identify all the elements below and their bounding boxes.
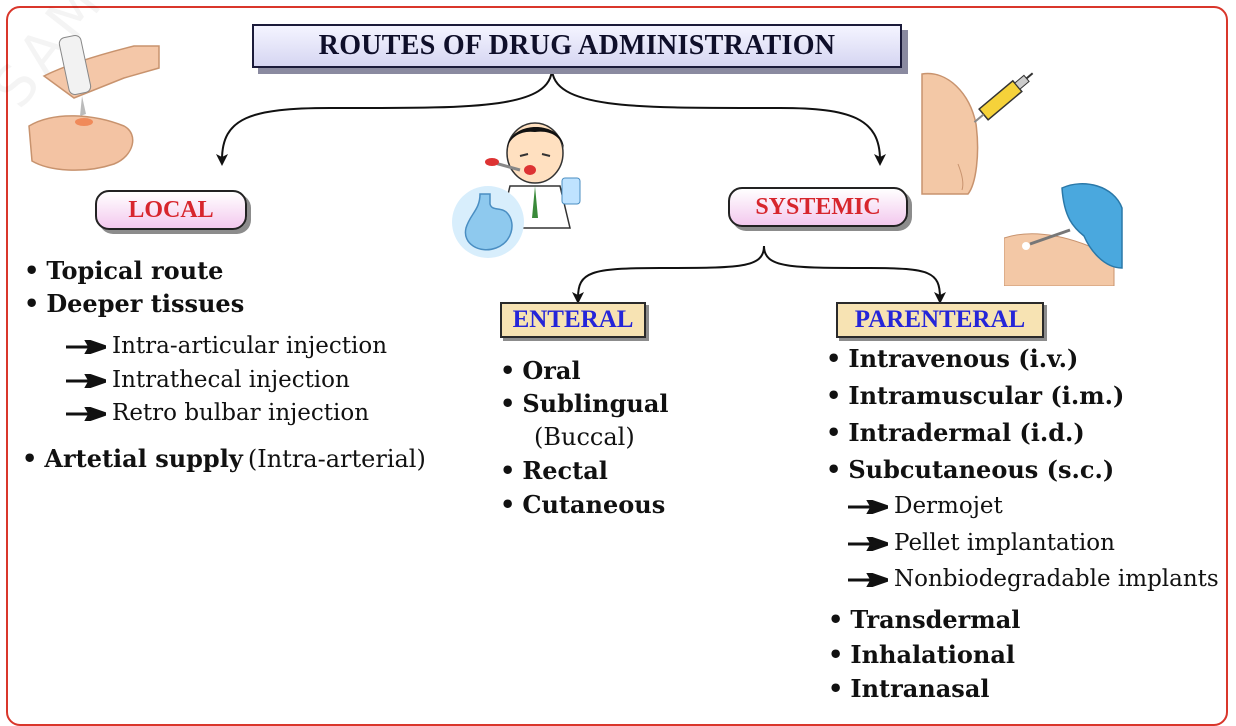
local-sub-item: Retro bulbar injection xyxy=(66,400,369,426)
title-to-systemic-connector xyxy=(551,67,886,166)
enteral-sublingual-note: (Buccal) xyxy=(534,423,635,451)
local-item-deeper: •Deeper tissues xyxy=(24,289,245,318)
arm-injection-icon xyxy=(921,72,979,195)
systemic-to-parenteral-connector xyxy=(763,245,946,304)
parenteral-item: •Intranasal xyxy=(828,674,990,703)
local-sub-item: Intrathecal injection xyxy=(66,367,350,393)
parenteral-item: •Inhalational xyxy=(828,640,1016,669)
arrow-right-icon xyxy=(848,537,888,551)
arrow-right-icon xyxy=(848,573,888,587)
parenteral-item: •Intravenous (i.v.) xyxy=(826,344,1079,373)
systemic-node: SYSTEMIC xyxy=(728,187,908,227)
connector-lines xyxy=(216,67,946,304)
local-node: LOCAL xyxy=(95,190,247,230)
enteral-item: •Cutaneous xyxy=(500,490,666,519)
enteral-item: •Rectal xyxy=(500,456,608,485)
parenteral-sub-item: Dermojet xyxy=(848,493,1003,519)
enteral-item: •Oral xyxy=(500,356,581,385)
arrow-right-icon xyxy=(66,374,106,388)
arrow-right-icon xyxy=(66,407,106,421)
local-sub-item: Intra-articular injection xyxy=(66,333,387,359)
child-drinking-medicine-icon xyxy=(485,122,581,229)
enteral-node: ENTERAL xyxy=(500,302,646,338)
title-to-local-connector xyxy=(216,67,553,166)
syringe-icon xyxy=(973,72,1034,123)
gloved-hand-injection-icon xyxy=(1004,183,1123,286)
parenteral-item: •Transdermal xyxy=(828,605,1021,634)
parenteral-sub-item: Nonbiodegradable implants xyxy=(848,566,1219,592)
parenteral-sub-item: Pellet implantation xyxy=(848,530,1115,556)
stomach-icon xyxy=(452,186,524,258)
parenteral-node: PARENTERAL xyxy=(836,302,1044,338)
parenteral-item: •Intradermal (i.d.) xyxy=(826,418,1085,447)
arrow-right-icon xyxy=(66,340,106,354)
local-item-topical: •Topical route xyxy=(24,256,224,285)
topical-cream-hand-icon xyxy=(28,34,160,171)
systemic-to-enteral-connector xyxy=(572,245,765,304)
parenteral-item: •Intramuscular (i.m.) xyxy=(826,381,1125,410)
diagram-title: ROUTES OF DRUG ADMINISTRATION xyxy=(252,24,902,68)
enteral-item: •Sublingual xyxy=(500,389,669,418)
arrow-right-icon xyxy=(848,500,888,514)
local-item-arterial: •Artetial supply (Intra-arterial) xyxy=(22,444,426,473)
parenteral-item: •Subcutaneous (s.c.) xyxy=(826,455,1115,484)
